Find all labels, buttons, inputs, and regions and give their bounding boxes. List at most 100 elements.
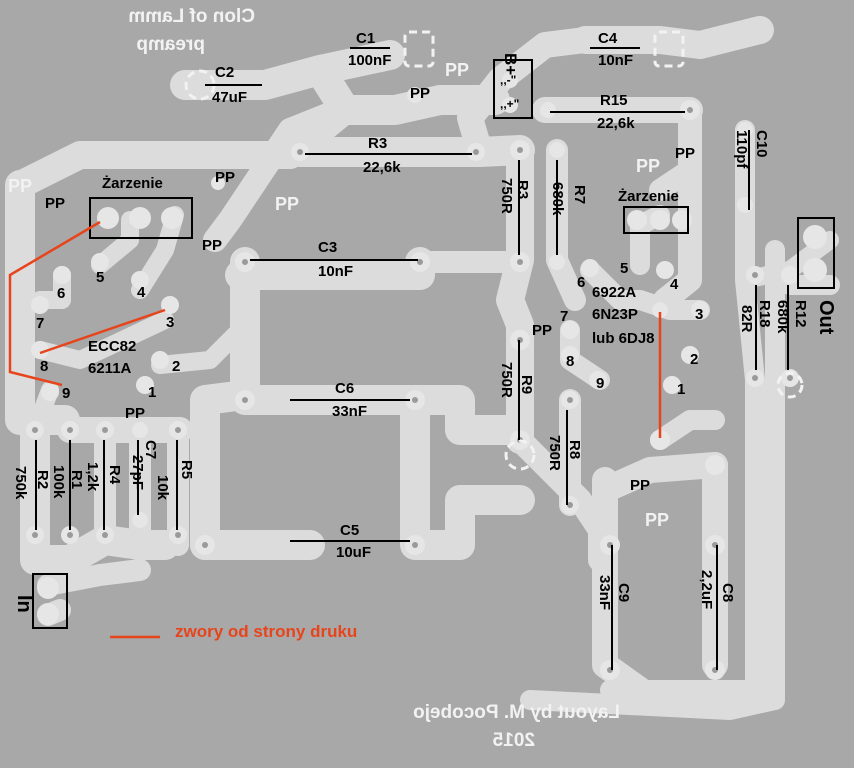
r8-ref: R8 bbox=[566, 440, 583, 459]
r12-value: 680k bbox=[774, 300, 791, 334]
pad bbox=[540, 102, 556, 118]
tube-right-pins: 1 2 3 4 5 6 7 8 9 bbox=[560, 260, 703, 398]
pp-label: PP bbox=[215, 169, 235, 186]
c9-ref: C9 bbox=[615, 583, 632, 602]
pad bbox=[561, 346, 579, 364]
r3a-value: 22,6k bbox=[363, 159, 401, 176]
pin-number: 4 bbox=[670, 276, 679, 293]
board-title-line1: Clon of Lamm bbox=[128, 6, 255, 27]
pad bbox=[136, 376, 154, 394]
pp-label: PP bbox=[445, 60, 469, 80]
r3b-value: 750R bbox=[498, 178, 515, 214]
heater-label-left: Żarzenie bbox=[102, 175, 163, 192]
r7-ref: R7 bbox=[571, 185, 588, 204]
pad bbox=[161, 296, 179, 314]
pad bbox=[37, 603, 59, 625]
pad bbox=[131, 271, 149, 289]
pin-number: 2 bbox=[172, 358, 180, 375]
c8-value: 2,2uF bbox=[698, 570, 715, 609]
c4-value: 10nF bbox=[598, 52, 633, 69]
r9-value: 750R bbox=[498, 362, 515, 398]
input-label: In bbox=[13, 595, 35, 613]
pad bbox=[781, 266, 799, 284]
legend-text: zwory od strony druku bbox=[175, 622, 357, 641]
pp-label: PP bbox=[275, 194, 299, 214]
r3b-ref: R3 bbox=[514, 180, 531, 199]
pad-holes bbox=[32, 107, 793, 673]
pad bbox=[132, 512, 148, 528]
pad bbox=[650, 430, 670, 450]
supply-minus: ,,-" bbox=[500, 73, 516, 87]
pp-label: PP bbox=[636, 156, 660, 176]
r18-ref: R18 bbox=[756, 300, 773, 328]
pad bbox=[650, 210, 670, 230]
pad bbox=[681, 346, 699, 364]
r8-value: 750R bbox=[546, 435, 563, 471]
pin-number: 2 bbox=[690, 351, 698, 368]
r9-ref: R9 bbox=[518, 375, 535, 394]
r1-value: 100k bbox=[50, 465, 67, 499]
tube-left-alt: 6211A bbox=[88, 360, 132, 377]
title-mirrored: Clon of Lamm preamp bbox=[128, 6, 255, 55]
supply-label: B+ bbox=[501, 53, 520, 75]
c4-ref: C4 bbox=[598, 30, 618, 47]
pad bbox=[129, 207, 151, 229]
pad bbox=[41, 383, 59, 401]
pin-number: 9 bbox=[62, 385, 70, 402]
c3-value: 10nF bbox=[318, 263, 353, 280]
pad bbox=[627, 210, 647, 230]
pad bbox=[663, 376, 681, 394]
pad bbox=[97, 207, 119, 229]
pad bbox=[549, 142, 565, 158]
pad bbox=[705, 455, 725, 475]
output-label: Out bbox=[815, 300, 837, 335]
pp-label: PP bbox=[125, 405, 145, 422]
pp-label: PP bbox=[202, 237, 222, 254]
pp-labels: PP PP PP PP PP PP PP PP PP PP PP PP PP bbox=[8, 60, 695, 530]
pad bbox=[549, 254, 565, 270]
pad bbox=[53, 266, 71, 284]
pin-number: 5 bbox=[96, 269, 104, 286]
r5-value: 10k bbox=[154, 475, 171, 501]
component-bodies bbox=[32, 47, 835, 670]
pad bbox=[691, 301, 709, 319]
c1-value: 100nF bbox=[348, 52, 391, 69]
c5-ref: C5 bbox=[340, 522, 359, 539]
c10-ref: C10 bbox=[753, 130, 770, 158]
pad bbox=[803, 225, 827, 249]
pad bbox=[132, 422, 148, 438]
pad bbox=[151, 351, 169, 369]
r4-ref: R4 bbox=[106, 465, 123, 485]
pp-label: PP bbox=[630, 477, 650, 494]
r2-ref: R2 bbox=[34, 470, 51, 489]
c7-value: 27pF bbox=[129, 455, 146, 490]
r18-value: 82R bbox=[738, 305, 755, 333]
pin-number: 3 bbox=[695, 306, 703, 323]
r12-ref: R12 bbox=[792, 300, 809, 328]
footer-mirrored: Layout by M. Pocobejo 2015 bbox=[413, 702, 620, 751]
pin-number: 7 bbox=[36, 315, 44, 332]
c3-ref: C3 bbox=[318, 239, 337, 256]
vertical-labels: R3 750R R7 680k R9 750R R8 750R C9 33nF … bbox=[12, 53, 837, 613]
pad bbox=[803, 258, 827, 282]
c5-value: 10uF bbox=[336, 544, 371, 561]
r15-value: 22,6k bbox=[597, 115, 635, 132]
pin-number: 8 bbox=[566, 353, 574, 370]
pad bbox=[502, 72, 518, 88]
c2-value: 47uF bbox=[212, 89, 247, 106]
pin-number: 5 bbox=[620, 260, 628, 277]
tube-right-alt1: 6N23P bbox=[592, 306, 638, 323]
pad bbox=[37, 577, 59, 599]
c2-ref: C2 bbox=[215, 64, 234, 81]
pad bbox=[737, 197, 753, 213]
pad bbox=[161, 207, 183, 229]
pp-label: PP bbox=[645, 510, 669, 530]
c1-ref: C1 bbox=[356, 30, 375, 47]
r15-ref: R15 bbox=[600, 92, 628, 109]
c7-ref: C7 bbox=[142, 440, 159, 459]
pin-number: 1 bbox=[148, 384, 156, 401]
tube-right-type: 6922A bbox=[592, 284, 636, 301]
pad bbox=[561, 321, 579, 339]
pad bbox=[211, 176, 225, 190]
board-footer-line2: 2015 bbox=[492, 730, 535, 751]
